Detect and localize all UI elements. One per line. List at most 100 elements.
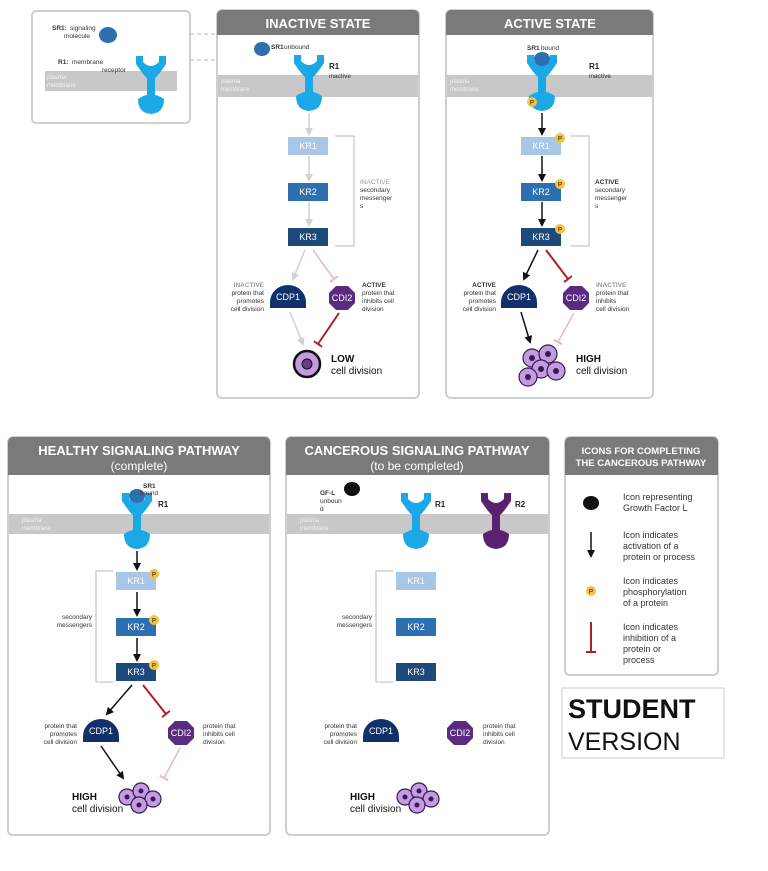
sec-label-1: secondary: [360, 187, 391, 194]
p-label: P: [530, 101, 534, 107]
left-desc-2: promotes: [330, 731, 358, 738]
left-desc-1: protein that: [463, 290, 496, 297]
right-desc-1: protein that: [596, 290, 629, 297]
r1-receptor-bound-icon: [527, 52, 557, 111]
gf-l-icon: [583, 496, 599, 510]
kr3-label: KR3: [299, 232, 317, 242]
active-title: ACTIVE STATE: [504, 16, 596, 31]
left-desc-1: protein that: [231, 290, 264, 297]
sec-label-3: s: [595, 203, 599, 210]
outcome-sub: cell division: [72, 804, 123, 815]
inh-desc-3: protein or: [623, 644, 661, 654]
kr1-node: KR1: [288, 137, 328, 155]
phospho-icon: P: [555, 133, 565, 143]
sr1-state: bound: [140, 490, 158, 497]
left-desc-2: promotes: [469, 298, 497, 305]
left-desc-3: cell division: [44, 739, 78, 746]
kr1-label: KR1: [299, 141, 317, 151]
sr1-state: bound: [541, 45, 559, 52]
kr1-node: KR1: [116, 572, 156, 590]
cdi2-label: CDI2: [332, 293, 353, 303]
phos-desc-2: phosphorylation: [623, 587, 687, 597]
inh-desc-1: Icon indicates: [623, 622, 679, 632]
kr2-node: KR2: [396, 618, 436, 636]
cancer-title: CANCEROUS SIGNALING PATHWAY: [304, 443, 529, 458]
kr3-node: KR3: [116, 663, 156, 681]
icons-title-2: THE CANCEROUS PATHWAY: [576, 458, 707, 469]
r1-label: R1: [329, 62, 340, 71]
phospho-icon: P: [149, 569, 159, 579]
p-label: P: [558, 183, 562, 189]
single-cell-icon: [292, 349, 322, 379]
r2-receptor-icon: [481, 493, 511, 549]
p-label: P: [152, 573, 156, 579]
receptor-icon: [136, 56, 166, 114]
sr1-unbound-icon: [254, 42, 270, 56]
right-state: INACTIVE: [596, 282, 627, 289]
kr2-label: KR2: [532, 187, 550, 197]
phospho-icon: P: [555, 179, 565, 189]
right-desc-2: inhibits: [596, 298, 617, 305]
sec-label-3: s: [360, 203, 364, 210]
plasma-label: plasma: [22, 518, 42, 524]
inhibition-icon: [586, 622, 596, 653]
membrane-label: membrane: [22, 526, 51, 532]
kr3-node: KR3: [521, 228, 561, 246]
gfl-state-1: unboun: [320, 498, 342, 505]
phospho-icon: P: [149, 615, 159, 625]
sec-label-2: messengers: [337, 622, 373, 629]
cell-cluster-icon: [518, 344, 566, 387]
legend-r1-desc: membrane: [72, 59, 103, 66]
sr1-label: SR1: [527, 45, 540, 52]
cancer-subtitle: (to be completed): [370, 459, 463, 473]
right-desc-2: inhibits cell: [362, 298, 394, 305]
right-desc-1: protein that: [362, 290, 395, 297]
legend-sr1-label: SR1:: [52, 25, 67, 32]
cdi2-label: CDI2: [566, 293, 587, 303]
left-state: INACTIVE: [234, 282, 265, 289]
cdi2-node: CDI2: [447, 721, 473, 745]
right-desc-3: division: [362, 306, 384, 313]
sec-label-1: secondary: [595, 187, 626, 194]
icon-legend: ICONS FOR COMPLETING THE CANCEROUS PATHW…: [564, 436, 719, 676]
gfl-label: GF-L: [320, 490, 335, 497]
r1-state: inactive: [589, 73, 611, 80]
plasma-label: plasma: [450, 79, 470, 85]
sec-label-1: secondary: [342, 614, 373, 621]
plasma-label: plasma: [221, 79, 241, 85]
r1-receptor-icon: [401, 493, 431, 549]
kr2-label: KR2: [127, 622, 145, 632]
gf-l-icon: [344, 482, 360, 496]
cdi2-node: CDI2: [563, 286, 589, 310]
phos-desc-3: of a protein: [623, 598, 668, 608]
left-desc-3: cell division: [231, 306, 265, 313]
right-state: ACTIVE: [362, 282, 387, 289]
kr3-label: KR3: [127, 667, 145, 677]
sec-label-1: secondary: [62, 614, 93, 621]
phospho-icon: P: [555, 224, 565, 234]
sec-state: INACTIVE: [360, 179, 391, 186]
outcome-sub: cell division: [350, 804, 401, 815]
version-line-2: VERSION: [568, 728, 681, 756]
outcome-label: HIGH: [576, 354, 601, 365]
p-label: P: [558, 228, 562, 234]
cdp1-node: CDP1: [501, 285, 537, 308]
inactive-title: INACTIVE STATE: [266, 16, 371, 31]
cdp1-label: CDP1: [507, 292, 531, 302]
phos-desc-1: Icon indicates: [623, 576, 679, 586]
healthy-title: HEALTHY SIGNALING PATHWAY: [38, 443, 240, 458]
cdp1-node: CDP1: [270, 285, 306, 308]
cdp1-node: CDP1: [363, 719, 399, 742]
legend-sr1-desc: signaling: [70, 25, 96, 32]
panel-cancerous: CANCEROUS SIGNALING PATHWAY (to be compl…: [285, 436, 550, 836]
sr1-icon: [99, 27, 117, 43]
legend-sr1-desc2: molecule: [64, 33, 90, 40]
sec-label-2: messenger: [360, 195, 393, 202]
legend-r1-desc2: receptor: [102, 67, 127, 74]
r1-receptor-bound-icon: [122, 489, 152, 549]
kr2-label: KR2: [299, 187, 317, 197]
cdp1-label: CDP1: [89, 726, 113, 736]
r1-label: R1: [158, 500, 169, 509]
act-desc-2: activation of a: [623, 541, 679, 551]
legend-membrane-label: membrane: [47, 83, 76, 89]
